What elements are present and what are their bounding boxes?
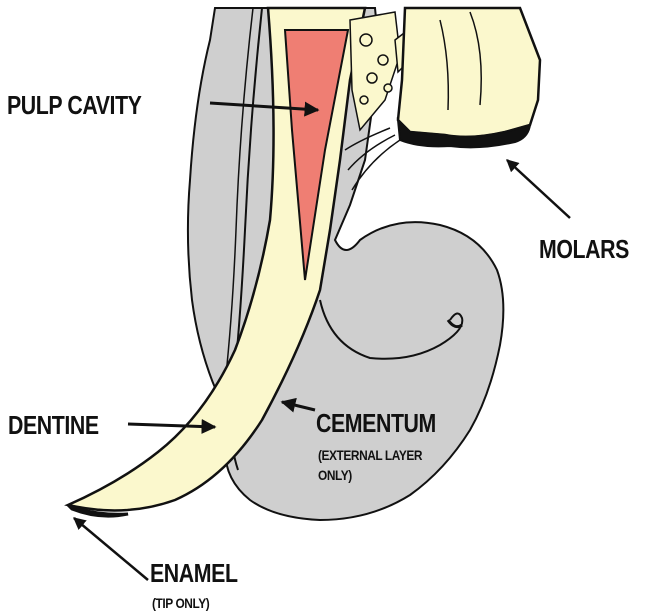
enamel-arrow	[74, 518, 148, 580]
pulp-cavity-label: PULP CAVITY	[7, 90, 141, 121]
enamel-note: (TIP ONLY)	[152, 594, 209, 613]
molar-tooth	[398, 8, 540, 137]
enamel-label: ENAMEL	[150, 558, 238, 589]
dentine-label: DENTINE	[8, 410, 99, 441]
cementum-label: CEMENTUM	[316, 408, 436, 439]
cementum-note-line1: (EXTERNAL LAYER	[318, 446, 422, 465]
cementum-note-line2: ONLY)	[318, 466, 352, 485]
molars-arrow	[507, 160, 570, 218]
molars-label: MOLARS	[539, 234, 629, 265]
